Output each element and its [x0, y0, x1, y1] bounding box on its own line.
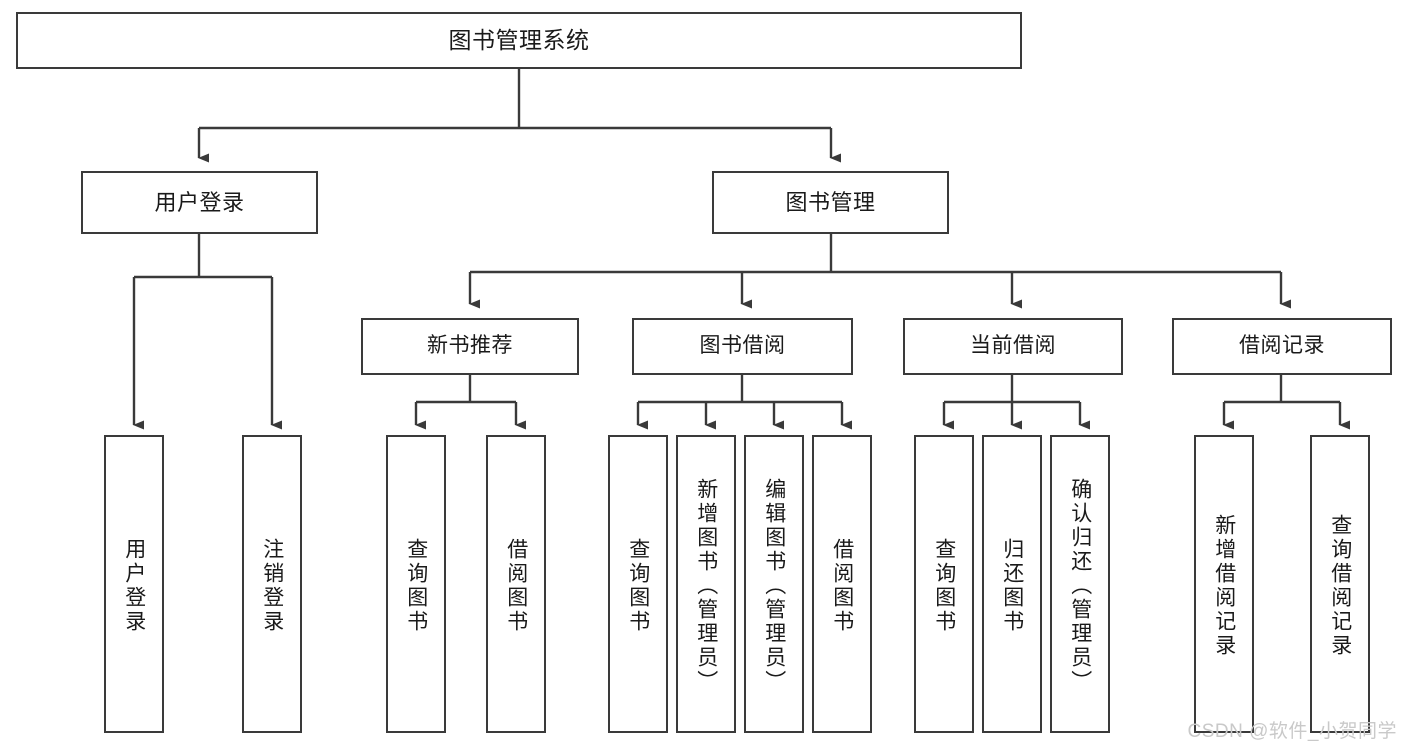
leaf-user-login-label: 用户登录 [122, 538, 146, 634]
leaf-query-book-3-label: 查询图书 [932, 538, 956, 634]
leaf-logout-login[interactable]: 注销登录 [242, 435, 302, 733]
leaf-borrow-book-1[interactable]: 借阅图书 [486, 435, 546, 733]
leaf-query-book-3[interactable]: 查询图书 [914, 435, 974, 733]
leaf-confirm-return[interactable]: 确认归还（管理员） [1050, 435, 1110, 733]
leaf-logout-login-label: 注销登录 [260, 538, 284, 634]
node-new-book-recommend[interactable]: 新书推荐 [361, 318, 579, 375]
node-new-book-recommend-label: 新书推荐 [427, 334, 513, 358]
leaf-user-login[interactable]: 用户登录 [104, 435, 164, 733]
leaf-add-record[interactable]: 新增借阅记录 [1194, 435, 1254, 733]
node-book-management-label: 图书管理 [785, 189, 876, 215]
watermark: CSDN @软件_小贺同学 [1187, 721, 1397, 742]
leaf-return-book[interactable]: 归还图书 [982, 435, 1042, 733]
leaf-edit-book-label: 编辑图书（管理员） [762, 478, 786, 694]
leaf-return-book-label: 归还图书 [1000, 538, 1024, 634]
node-root[interactable]: 图书管理系统 [16, 12, 1022, 69]
leaf-add-record-label: 新增借阅记录 [1212, 514, 1236, 658]
node-borrow-record[interactable]: 借阅记录 [1172, 318, 1392, 375]
leaf-query-book-2[interactable]: 查询图书 [608, 435, 668, 733]
node-book-borrow[interactable]: 图书借阅 [632, 318, 853, 375]
node-current-borrow-label: 当前借阅 [970, 334, 1056, 358]
node-root-label: 图书管理系统 [448, 26, 590, 53]
leaf-query-record-label: 查询借阅记录 [1328, 514, 1352, 658]
leaf-query-book-1-label: 查询图书 [404, 538, 428, 634]
leaf-add-book-label: 新增图书（管理员） [694, 478, 718, 694]
leaf-query-record[interactable]: 查询借阅记录 [1310, 435, 1370, 733]
leaf-borrow-book-2[interactable]: 借阅图书 [812, 435, 872, 733]
node-book-management[interactable]: 图书管理 [712, 171, 949, 234]
leaf-borrow-book-2-label: 借阅图书 [830, 538, 854, 634]
node-borrow-record-label: 借阅记录 [1239, 334, 1325, 358]
node-user-login[interactable]: 用户登录 [81, 171, 318, 234]
leaf-borrow-book-1-label: 借阅图书 [504, 538, 528, 634]
leaf-query-book-2-label: 查询图书 [626, 538, 650, 634]
node-current-borrow[interactable]: 当前借阅 [903, 318, 1123, 375]
leaf-edit-book[interactable]: 编辑图书（管理员） [744, 435, 804, 733]
leaf-confirm-return-label: 确认归还（管理员） [1068, 478, 1092, 694]
node-book-borrow-label: 图书借阅 [699, 334, 786, 358]
leaf-query-book-1[interactable]: 查询图书 [386, 435, 446, 733]
leaf-add-book[interactable]: 新增图书（管理员） [676, 435, 736, 733]
node-user-login-label: 用户登录 [154, 189, 245, 215]
